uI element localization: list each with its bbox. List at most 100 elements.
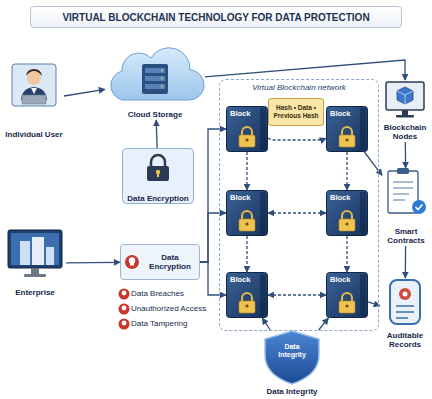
user-icon xyxy=(31,88,37,94)
block-cube xyxy=(227,107,268,152)
block-cube xyxy=(327,273,368,318)
threat-icon xyxy=(119,289,130,330)
connector xyxy=(64,89,105,96)
connector xyxy=(66,262,120,264)
encryption-alert-box xyxy=(125,255,139,269)
blockchain-nodes-icon xyxy=(397,91,413,104)
auditable-record-icon xyxy=(390,280,420,324)
enterprise-icon xyxy=(46,247,54,265)
encryption-lock-icon xyxy=(147,166,169,181)
blockchain-nodes-icon xyxy=(386,82,424,118)
threat-icon xyxy=(119,304,130,315)
threat-label: Data Breaches xyxy=(131,289,184,298)
connector xyxy=(268,138,326,140)
diagram-title: VIRTUAL BLOCKCHAIN TECHNOLOGY FOR DATA P… xyxy=(30,6,402,28)
block-cube xyxy=(227,191,268,236)
blockchain-nodes-icon xyxy=(396,115,414,118)
connector xyxy=(262,318,270,330)
cloud-icon xyxy=(142,64,168,94)
user-icon xyxy=(27,71,41,85)
auditable-record-icon xyxy=(396,306,414,318)
connector xyxy=(405,142,407,168)
node-label: Block xyxy=(226,190,268,202)
connector xyxy=(319,318,329,330)
connector xyxy=(156,120,158,148)
cloud-icon xyxy=(111,48,204,100)
threat-icon xyxy=(122,321,127,326)
connector xyxy=(405,246,407,278)
enterprise-icon xyxy=(8,230,62,277)
node-label: Data Encryption xyxy=(127,194,188,204)
enterprise-icon xyxy=(24,274,46,277)
blockchain-nodes-icon xyxy=(386,82,424,110)
smart-contract-icon xyxy=(393,182,413,200)
encryption-lock-icon xyxy=(123,149,194,204)
node-label: Auditable Records xyxy=(380,331,430,350)
enterprise-node: Enterprise xyxy=(4,228,66,298)
connector xyxy=(268,294,326,295)
node-label: Data Encryption xyxy=(142,253,198,271)
threat-label: Unauthorized Access xyxy=(131,304,206,313)
block-cube xyxy=(227,273,268,318)
user-icon xyxy=(12,64,56,106)
encryption-alert-box xyxy=(129,257,135,263)
threat-icon xyxy=(122,291,127,296)
connector xyxy=(246,236,247,272)
enterprise-icon xyxy=(20,241,30,265)
connector xyxy=(346,152,347,190)
auditable-record-icon xyxy=(390,280,420,324)
node-label: Virtual Blockchain network xyxy=(220,80,378,92)
node-label: Smart Contracts xyxy=(382,227,430,246)
blockchain-nodes-icon xyxy=(397,87,413,104)
smart-contract-icon xyxy=(412,200,426,214)
threat-icon xyxy=(122,306,127,311)
connector xyxy=(368,302,380,306)
node-label: Individual User xyxy=(5,130,62,140)
auditable-record-icon xyxy=(403,292,408,297)
encryption-lock-icon xyxy=(123,149,194,204)
connector xyxy=(246,152,247,190)
auditable-record-icon xyxy=(399,288,411,300)
node-label: Blockchain Nodes xyxy=(380,123,430,142)
threat-icon xyxy=(119,289,130,300)
block-box: Block xyxy=(326,106,368,152)
enterprise-icon xyxy=(8,230,62,268)
network-region: Virtual Blockchain networkBlockHash • Da… xyxy=(220,80,378,330)
encryption-alert-box xyxy=(121,245,200,280)
user-icon xyxy=(22,95,46,104)
encryption-box: Data Encryption xyxy=(120,244,200,280)
connector xyxy=(200,129,226,262)
connector xyxy=(200,262,226,295)
encryption-box: Data Encryption xyxy=(122,148,194,204)
node-label: Data Integrity xyxy=(257,343,327,358)
block-box: Block xyxy=(226,106,268,152)
contract-box: Smart Contracts xyxy=(382,168,430,246)
threat-icon xyxy=(119,319,130,330)
user-node: Individual User xyxy=(4,62,64,140)
connector xyxy=(200,213,226,262)
smart-contract-icon xyxy=(388,168,426,214)
node-label: Cloud Storage xyxy=(128,110,183,120)
cloud-icon xyxy=(111,48,204,100)
threat-label: Data Tampering xyxy=(131,319,187,328)
block-box: Block xyxy=(226,190,268,236)
encryption-alert-box xyxy=(130,263,134,266)
node-label: Block xyxy=(226,272,268,284)
enterprise-icon xyxy=(11,233,59,265)
node-label: Block xyxy=(326,272,368,284)
block-box: Block xyxy=(226,272,268,318)
connector xyxy=(268,212,326,213)
user-icon xyxy=(26,69,42,76)
enterprise-icon xyxy=(32,237,44,265)
cloud-icon xyxy=(161,78,163,80)
enterprise-icon xyxy=(31,268,39,274)
smart-contract-icon xyxy=(416,205,423,210)
hash-tag: Hash • Data • Previous Hash xyxy=(268,98,324,126)
node-label: Data Integrity xyxy=(257,387,327,396)
node-label: Block xyxy=(326,190,368,202)
cloud-icon xyxy=(145,68,165,73)
encryption-lock-icon xyxy=(157,173,159,177)
nodes-box: Blockchain Nodes xyxy=(380,80,430,142)
